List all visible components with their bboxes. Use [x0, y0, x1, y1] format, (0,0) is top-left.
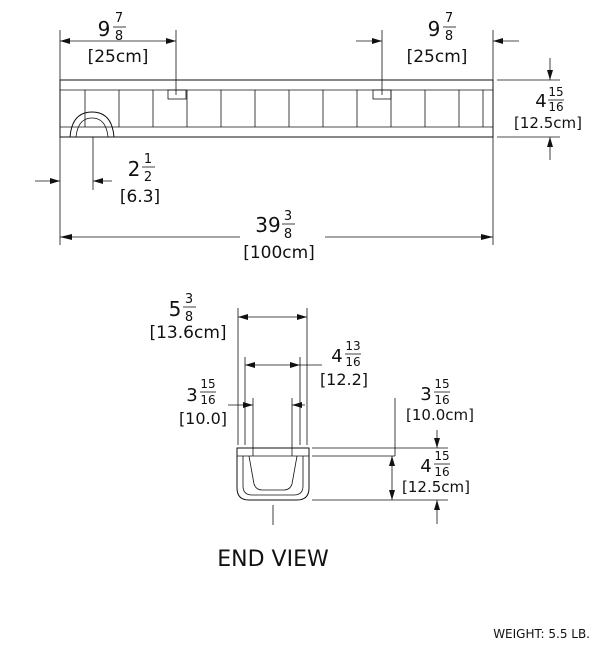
dim-bottom-num: 15 — [200, 377, 215, 391]
dim-top-whole: 5 — [169, 297, 182, 321]
dim-inner-den: 16 — [345, 355, 360, 369]
dim-grate-num: 15 — [434, 377, 449, 391]
dim-end-inner-width: 4 13 16 [12.2] — [245, 339, 368, 389]
dim-outlet-whole: 2 — [128, 157, 141, 181]
dim-end-top-width: 5 3 8 [13.6cm] — [149, 292, 307, 343]
dim-bottom-whole: 3 — [186, 385, 197, 406]
dim-bottom-den: 16 — [200, 393, 215, 407]
dim-chan-num: 15 — [434, 449, 449, 463]
dim-channel-height: 4 15 16 [12.5cm] — [514, 58, 582, 160]
dim-chan-metric: [12.5cm] — [402, 478, 470, 496]
dim-outlet-den: 2 — [144, 170, 152, 185]
dim-top-num: 3 — [185, 292, 193, 307]
outlet-knockout — [69, 111, 115, 138]
dim-outlet-num: 1 — [144, 152, 152, 167]
dim-end-bottom-width: 3 15 16 [10.0] — [179, 377, 305, 428]
dim-height-num: 15 — [548, 85, 563, 99]
dim-left-whole: 9 — [98, 17, 111, 41]
dim-right-num: 7 — [445, 11, 453, 26]
dim-left-offset: 9 7 8 [25cm] — [60, 11, 176, 67]
lock-slot-left — [167, 89, 187, 100]
dim-right-den: 8 — [445, 29, 453, 44]
channel-segments — [84, 90, 484, 127]
dim-inner-whole: 4 — [331, 346, 342, 367]
dim-end-channel-height: 4 15 16 [12.5cm] — [389, 430, 470, 524]
dim-left-den: 8 — [115, 29, 123, 44]
dim-inner-metric: [12.2] — [320, 370, 368, 389]
dim-length-whole: 39 — [255, 213, 280, 237]
dim-chan-den: 16 — [434, 465, 449, 479]
dim-bottom-metric: [10.0] — [179, 409, 227, 428]
dim-top-metric: [13.6cm] — [149, 323, 226, 343]
dim-chan-whole: 4 — [420, 456, 431, 477]
dim-left-metric: [25cm] — [88, 47, 149, 67]
channel-end-view — [236, 447, 310, 525]
dim-height-whole: 4 — [535, 91, 546, 112]
dim-length-metric: [100cm] — [243, 243, 315, 263]
dim-grate-whole: 3 — [420, 384, 431, 405]
dim-length-num: 3 — [284, 209, 292, 224]
end-view-title: END VIEW — [217, 547, 329, 572]
weight-label: WEIGHT: 5.5 LB. — [493, 627, 590, 641]
dim-right-metric: [25cm] — [407, 47, 468, 67]
dim-outlet: 2 1 2 [6.3] — [35, 152, 160, 207]
channel-top-view — [59, 79, 494, 138]
dim-inner-num: 13 — [345, 339, 360, 353]
dim-total-length: 39 3 8 [100cm] — [60, 209, 493, 263]
dim-grate-metric: [10.0cm] — [406, 406, 474, 424]
dim-left-num: 7 — [115, 11, 123, 26]
dim-length-den: 8 — [284, 227, 292, 242]
dim-height-den: 16 — [548, 100, 563, 114]
dim-top-den: 8 — [185, 310, 193, 325]
dim-outlet-metric: [6.3] — [120, 187, 160, 207]
dim-end-grate-depth: 3 15 16 [10.0cm] — [394, 377, 474, 456]
dim-height-metric: [12.5cm] — [514, 114, 582, 132]
dim-right-offset: 9 7 8 [25cm] — [356, 11, 519, 67]
dim-grate-den: 16 — [434, 393, 449, 407]
dim-right-whole: 9 — [428, 17, 441, 41]
